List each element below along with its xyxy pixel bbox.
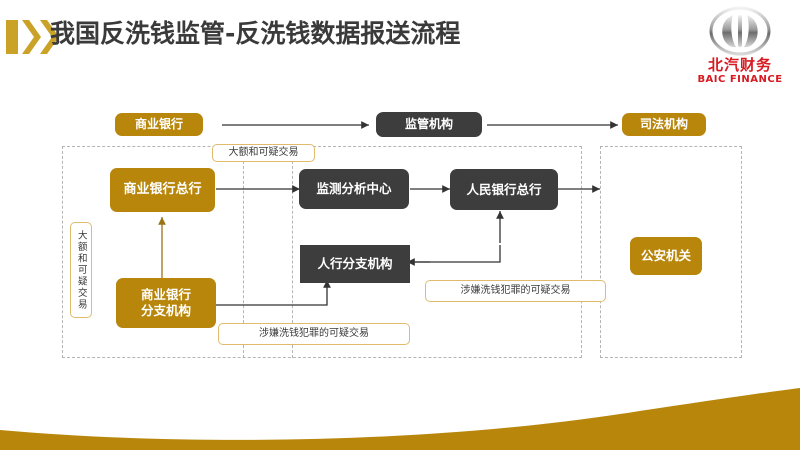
bottom-wave-decoration [0, 388, 800, 450]
node-pboc-branch[interactable]: 人行分支机构 [300, 245, 410, 283]
label-large-suspicious-left: 大额和可疑交易 [70, 222, 92, 318]
label-ml-suspicious-bottom: 涉嫌洗钱犯罪的可疑交易 [218, 323, 410, 345]
logo-name-en: BAIC FINANCE [697, 74, 783, 85]
double-chevron-right-icon [4, 16, 60, 58]
node-pboc-hq[interactable]: 人民银行总行 [450, 169, 558, 210]
brand-logo: 北汽财务 BAIC FINANCE [688, 6, 792, 94]
connector-arrows [158, 121, 618, 306]
group-divider-2 [292, 146, 293, 358]
node-commercial-bank[interactable]: 商业银行 [115, 113, 203, 136]
label-ml-suspicious-right: 涉嫌洗钱犯罪的可疑交易 [425, 280, 606, 302]
group-box-enforcement [600, 146, 742, 358]
node-public-security-organ[interactable]: 公安机关 [630, 237, 702, 275]
node-regulator[interactable]: 监管机构 [376, 112, 482, 137]
node-monitoring-analysis-center[interactable]: 监测分析中心 [299, 169, 409, 209]
baic-roundel-icon [709, 6, 771, 56]
node-judicial-organ[interactable]: 司法机构 [622, 113, 706, 136]
flowchart-diagram: 商业银行 监管机构 司法机构 商业银行总行 监测分析中心 人民银行总行 商业银行… [62, 112, 742, 358]
group-box-reporting [62, 146, 582, 358]
node-commercial-bank-hq[interactable]: 商业银行总行 [110, 168, 215, 212]
logo-name-cn: 北汽财务 [707, 56, 772, 74]
node-commercial-bank-branch[interactable]: 商业银行 分支机构 [116, 278, 216, 328]
page-title: 我国反洗钱监管-反洗钱数据报送流程 [50, 19, 461, 48]
label-large-suspicious-top: 大额和可疑交易 [212, 144, 315, 162]
group-divider-1 [243, 146, 244, 358]
